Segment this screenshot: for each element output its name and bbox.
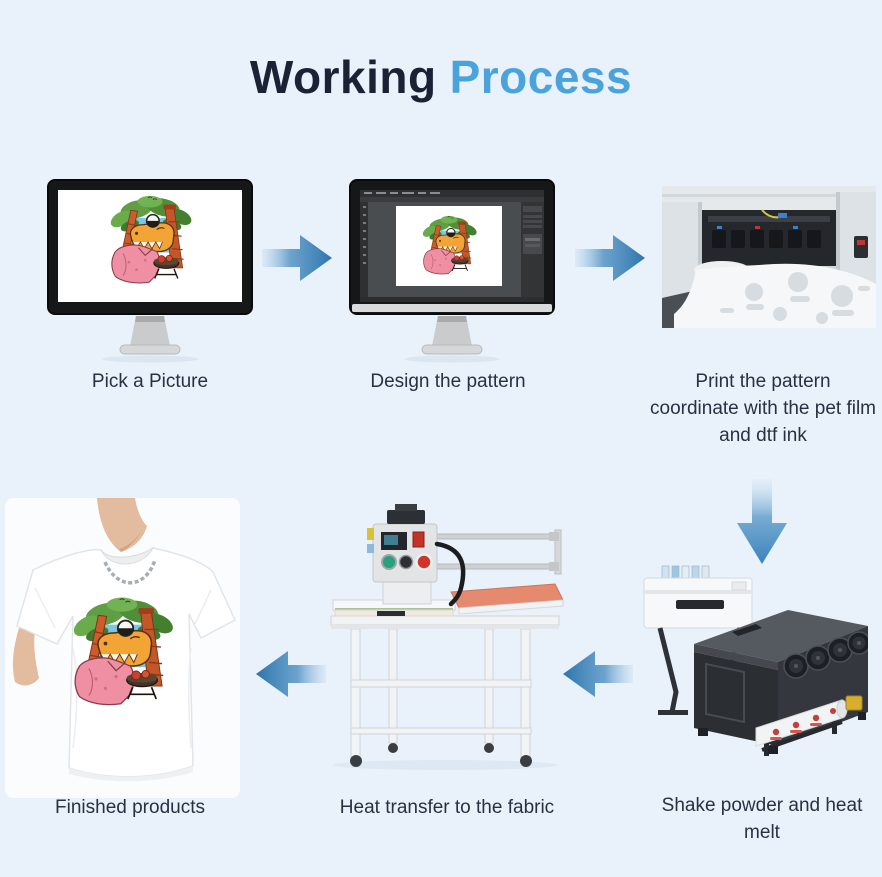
- step-label-shake-powder: Shake powder and heat melt: [661, 795, 863, 843]
- page-title-part2: Process: [449, 51, 633, 103]
- table-frame: [330, 615, 560, 758]
- dtf-printer-photo: [662, 186, 876, 328]
- page-title-part1: Working: [249, 51, 437, 103]
- slide-rail: [436, 563, 560, 570]
- shaker-front: [694, 652, 778, 746]
- step-label-finished-products: Finished products: [55, 797, 205, 818]
- ink-bottles: [661, 565, 710, 581]
- step-label-pick-a-picture: Pick a Picture: [91, 371, 209, 392]
- slide-rail: [436, 533, 560, 540]
- power-switch: [412, 531, 425, 548]
- monitor-with-picture-graphic: [47, 179, 253, 363]
- monitor-chin: [352, 304, 552, 312]
- powder-shaker-machine-graphic: [643, 565, 871, 756]
- photoshop-menubar: [360, 190, 544, 197]
- tshirt-with-print-graphic: [5, 498, 240, 798]
- arrow-right-icon: [262, 229, 332, 292]
- tshirt-collar: [100, 546, 155, 565]
- printed-ghost-designs: [720, 272, 870, 324]
- step-pick-a-picture: [44, 178, 256, 369]
- step-heat-transfer: [325, 500, 565, 777]
- step-finished-products: [5, 498, 240, 803]
- step-label-design-the-pattern: Design the pattern: [370, 371, 526, 392]
- heat-press-machine-graphic: [330, 504, 564, 770]
- arrow-right-icon: [575, 229, 645, 292]
- step-print-the-pattern: [662, 186, 876, 333]
- photoshop-toolbar: [360, 202, 368, 297]
- step-design-the-pattern: [346, 178, 558, 369]
- chain-necklace: [103, 559, 157, 585]
- fans: [783, 631, 871, 679]
- shaker-top: [694, 610, 868, 662]
- step-label-heat-transfer: Heat transfer to the fabric: [339, 797, 555, 818]
- shaker-door: [705, 662, 745, 724]
- step-shake-powder: [636, 560, 871, 770]
- arrow-left-icon: [563, 645, 633, 708]
- print-heads: [712, 230, 821, 248]
- arrow-left-icon: [256, 645, 326, 708]
- monitor-stand: [130, 316, 170, 346]
- model-arm: [12, 628, 39, 686]
- model-neck: [97, 498, 147, 552]
- green-button: [381, 554, 397, 570]
- film-roll-prints: [770, 708, 836, 740]
- arrow-down-icon: [736, 479, 788, 570]
- red-button: [415, 553, 433, 571]
- step-label-print-the-pattern: Print the pattern coordinate with the pe…: [650, 371, 877, 446]
- monitor-with-photoshop-graphic: [349, 179, 555, 363]
- cable: [434, 541, 466, 607]
- knob: [398, 554, 414, 570]
- monitor-stand: [432, 316, 472, 346]
- caster-wheels: [350, 743, 532, 767]
- roll-motor: [845, 695, 863, 711]
